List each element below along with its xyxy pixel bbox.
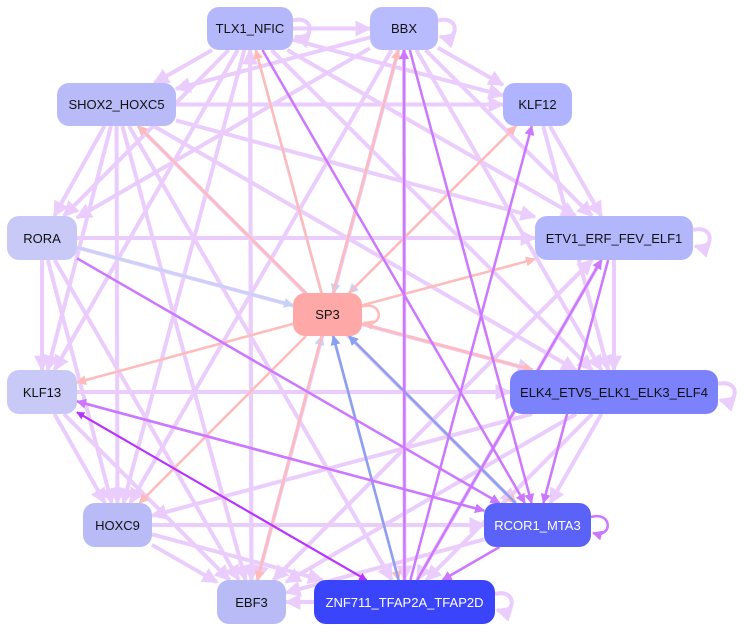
edge-tlx1_nfic-to-rcor1_mta3 (261, 49, 526, 504)
edge-tlx1_nfic-to-shox2_hoxc5 (152, 48, 214, 85)
node-elk4-etv5-elk1-elk3-elf4[interactable]: ELK4_ETV5_ELK1_ELK3_ELF4 (510, 370, 718, 414)
edge-znf711_tfap2a_tfap2d-to-znf711_tfap2a_tfap2d (494, 591, 514, 622)
edge-znf711_tfap2a_tfap2d-to-klf12 (409, 125, 535, 581)
edge-sp3-to-shox2_hoxc5 (137, 125, 307, 294)
edge-sp3-to-etv1_erf_fev_elf1 (361, 256, 536, 307)
edge-rora-to-sp3 (76, 246, 294, 308)
edge-shox2_hoxc5-to-etv1_erf_fev_elf1 (175, 118, 537, 221)
node-znf711-tfap2a-tfap2d[interactable]: ZNF711_TFAP2A_TFAP2D (314, 580, 495, 624)
edge-znf711_tfap2a_tfap2d-to-etv1_erf_fev_elf1 (416, 259, 603, 581)
node-etv1-erf-fev-elf1[interactable]: ETV1_ERF_FEV_ELF1 (535, 216, 693, 260)
edge-hoxc9-to-ebf3 (151, 543, 219, 584)
edge-rcor1_mta3-to-klf13 (76, 398, 485, 512)
edge-rcor1_mta3-to-rcor1_mta3 (590, 514, 609, 541)
edge-shox2_hoxc5-to-hoxc9 (109, 125, 126, 505)
edge-rora-to-rcor1_mta3 (76, 257, 501, 505)
node-rora[interactable]: RORA (7, 216, 77, 260)
edge-hoxc9-to-znf711_tfap2a_tfap2d (151, 532, 325, 584)
edge-rcor1_mta3-to-znf711_tfap2a_tfap2d (441, 545, 501, 582)
node-klf12[interactable]: KLF12 (503, 83, 572, 126)
edge-bbx-to-klf12 (437, 46, 505, 87)
edge-elk4_etv5_elk1_elk3_elf4-to-elk4_etv5_elk1_elk3_elf4 (717, 381, 737, 412)
edge-ebf3-to-tlx1_nfic (242, 48, 259, 581)
edge-shox2_hoxc5-to-elk4_etv5_elk1_elk3_elf4 (152, 124, 578, 372)
edge-sp3-to-sp3 (361, 304, 380, 330)
edge-bbx-to-bbx (437, 17, 457, 49)
edge-bbx-to-shox2_hoxc5 (174, 35, 371, 93)
node-shox2-hoxc5[interactable]: SHOX2_HOXC5 (57, 83, 176, 126)
edge-shox2_hoxc5-to-rora (52, 125, 107, 218)
node-rcor1-mta3[interactable]: RCOR1_MTA3 (484, 503, 591, 547)
edge-elk4_etv5_elk1_elk3_elf4-to-rcor1_mta3 (548, 413, 604, 505)
edge-klf12-to-etv1_erf_fev_elf1 (548, 125, 604, 218)
edge-etv1_erf_fev_elf1-to-etv1_erf_fev_elf1 (692, 227, 712, 258)
edge-elk4_etv5_elk1_elk3_elf4-to-hoxc9 (150, 412, 533, 520)
node-tlx1-nfic[interactable]: TLX1_NFIC (207, 7, 293, 50)
node-klf13[interactable]: KLF13 (7, 370, 77, 414)
edge-sp3-to-klf12 (348, 125, 517, 294)
node-hoxc9[interactable]: HOXC9 (83, 503, 152, 547)
edge-znf711_tfap2a_tfap2d-to-sp3 (330, 335, 400, 581)
node-bbx[interactable]: BBX (370, 7, 438, 50)
edge-bbx-to-rcor1_mta3 (408, 49, 535, 504)
edge-sp3-to-tlx1_nfic (253, 49, 323, 294)
edge-sp3-to-klf13 (76, 322, 294, 385)
edge-sp3-to-elk4_etv5_elk1_elk3_elf4 (361, 322, 534, 373)
edge-sp3-to-hoxc9 (138, 335, 307, 504)
node-ebf3[interactable]: EBF3 (217, 580, 286, 624)
edge-rcor1_mta3-to-sp3 (348, 335, 517, 504)
edge-znf711_tfap2a_tfap2d-to-klf13 (76, 411, 368, 581)
edge-sp3-to-bbx (332, 49, 401, 294)
node-sp3[interactable]: SP3 (293, 293, 362, 336)
edge-klf13-to-hoxc9 (52, 413, 107, 505)
